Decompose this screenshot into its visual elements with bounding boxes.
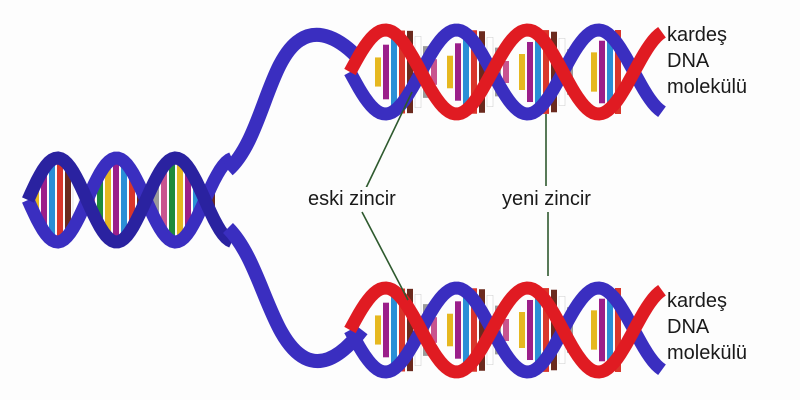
fork-strand-upper: [223, 27, 366, 176]
sister-molecule-top-label: kardeş DNA molekülü: [667, 22, 747, 100]
old-strand-label: eski zincir: [308, 187, 396, 211]
parent-base-pair: [65, 164, 71, 236]
daughter-bottom-base-pair: [615, 288, 621, 372]
daughter-bottom-base-pair: [551, 289, 557, 371]
daughter-top-base-pair: [399, 30, 405, 114]
parent-base-pair: [41, 168, 47, 232]
daughter-bottom-base-pair: [399, 288, 405, 372]
daughter-top-base-pair: [431, 59, 437, 85]
daughter-bottom-base-pair: [407, 288, 413, 372]
new-strand-label: yeni zincir: [502, 187, 591, 211]
daughter-top-base-pair: [503, 60, 509, 84]
daughter-bottom-new-strand: [344, 281, 666, 379]
daughter-bottom-base-pair: [607, 290, 613, 370]
parent-base-pair: [129, 171, 135, 229]
parent-base-pair: [49, 159, 55, 241]
daughter-bottom-base-pair: [391, 293, 397, 367]
daughter-bottom-base-pair: [519, 312, 525, 348]
sister-top-line-2: DNA: [667, 50, 710, 72]
daughter-bottom-base-pair: [527, 299, 533, 361]
daughter-top-base-pair: [519, 54, 525, 90]
daughter-bottom-base-pair: [543, 288, 549, 372]
parent-base-pair: [185, 166, 191, 234]
daughter-bottom-base-pair: [471, 288, 477, 372]
parent-base-pair: [33, 182, 39, 218]
parent-base-pair: [57, 158, 63, 242]
daughter-bottom-base-pair: [455, 301, 461, 359]
sister-top-line-3: molekülü: [667, 76, 748, 98]
parent-base-pair: [177, 159, 183, 241]
daughter-top-base-pair: [551, 31, 557, 113]
daughter-bottom-base-pair: [447, 313, 453, 347]
daughter-top-base-pair: [527, 41, 533, 103]
daughter-bottom-base-pair: [383, 302, 389, 358]
parent-base-pair: [153, 178, 159, 222]
daughter-top-base-pair: [599, 40, 605, 104]
daughter-bottom-base-pair: [503, 318, 509, 342]
daughter-bottom-base-pair: [463, 292, 469, 368]
daughter-bottom-base-pair: [535, 291, 541, 369]
daughter-top-base-pair: [543, 30, 549, 114]
parent-base-pair: [121, 161, 127, 239]
daughter-top-old-strand: [344, 23, 666, 121]
daughter-top-base-pair: [607, 32, 613, 112]
parent-base-pair: [161, 165, 167, 235]
sister-bottom-line-2: DNA: [667, 316, 710, 338]
daughter-top-new-strand: [344, 23, 666, 121]
daughter-bottom-base-pair: [479, 289, 485, 371]
daughter-top-base-pair: [391, 35, 397, 109]
daughter-bottom-base-pair: [375, 315, 381, 345]
daughter-top-base-pair: [463, 34, 469, 110]
old-strand-leader-bottom: [361, 211, 409, 301]
daughter-top-base-pair: [383, 44, 389, 100]
parent-base-pair: [113, 158, 119, 242]
sister-bottom-line-1: kardeş: [667, 290, 728, 312]
daughter-top-base-pair: [455, 43, 461, 101]
parent-base-pair: [169, 158, 175, 242]
daughter-bottom-base-pair: [431, 317, 437, 343]
daughter-bottom-base-pair: [599, 298, 605, 362]
parent-base-pair: [105, 162, 111, 238]
daughter-top-base-pair: [591, 52, 597, 92]
old-strand-leader-top: [365, 91, 413, 189]
daughter-top-base-pair: [479, 31, 485, 113]
parent-strand-b: [22, 151, 235, 249]
daughter-top-base-pair: [447, 55, 453, 89]
sister-molecule-bottom-label: kardeş DNA molekülü: [667, 288, 747, 366]
daughter-bottom-base-pair: [591, 310, 597, 350]
daughter-top-base-pair: [535, 33, 541, 111]
daughter-bottom-old-strand: [344, 281, 666, 379]
daughter-top-base-pair: [471, 30, 477, 114]
daughter-top-base-pair: [615, 30, 621, 114]
parent-strand-a: [22, 151, 235, 249]
fork-strand-lower: [222, 223, 368, 369]
parent-base-pair: [193, 180, 199, 220]
daughter-top-base-pair: [375, 57, 381, 87]
daughter-top-base-pair: [407, 30, 413, 114]
sister-bottom-line-3: molekülü: [667, 342, 748, 364]
parent-base-pair: [97, 173, 103, 227]
sister-top-line-1: kardeş: [667, 24, 728, 46]
